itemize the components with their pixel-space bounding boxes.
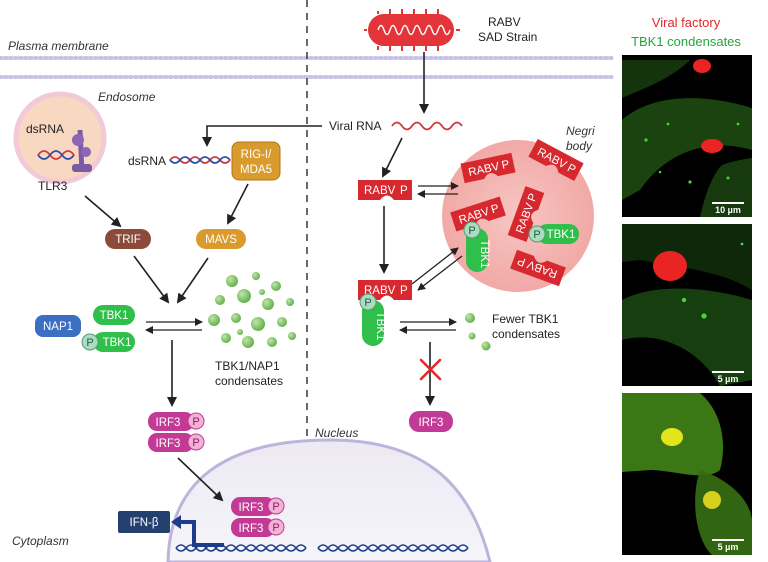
rabv-p-label-rabv: RABV (364, 185, 396, 197)
fewer-condensates (465, 313, 491, 351)
negri-label: Negri (566, 124, 595, 138)
rigi-to-mavs-arrow (227, 183, 249, 225)
scale-bar-1: 10 µm (715, 205, 741, 215)
phospho-tbk1-label: TBK1 (103, 337, 132, 349)
svg-text:RABV: RABV (364, 285, 396, 297)
svg-text:P: P (516, 254, 528, 268)
rig-i-label: RIG-I/ (241, 149, 272, 161)
rabv-label: RABV (488, 15, 521, 29)
irf3-pill-right: IRF3 (409, 411, 453, 432)
rabv-p-tbk1-complex: RABV P P TBK1 (358, 280, 412, 346)
micrograph-panel-2: 5 µm (622, 224, 752, 386)
viral-rna-to-dsrna-arrow (202, 125, 322, 147)
phospho-tbk1-pill: P TBK1 (81, 332, 135, 352)
complex-negri-equilibrium (411, 247, 463, 291)
ifn-beta-label: IFN-β (130, 517, 159, 529)
complex-tbk1-label: TBK1 (374, 312, 386, 341)
transcription-arrow (178, 520, 224, 547)
plasma-membrane-label: Plasma membrane (8, 39, 109, 53)
negri-tbk1-label-v: TBK1 (478, 240, 490, 269)
rabv-p-label-p: P (400, 185, 408, 197)
plasma-membrane (0, 56, 614, 79)
svg-text:P: P (86, 337, 93, 349)
body-label: body (566, 139, 593, 153)
svg-text:P: P (272, 522, 279, 534)
endosome-label: Endosome (98, 90, 156, 104)
tbk1-nap1-condensates (208, 272, 296, 348)
irf3-nuc-label-2: IRF3 (239, 523, 264, 535)
legend-viral-factory: Viral factory (652, 15, 721, 30)
svg-text:P: P (400, 285, 408, 297)
condensates-label-2: condensates (215, 374, 283, 388)
nap1-label: NAP1 (43, 321, 73, 333)
svg-text:P: P (192, 416, 199, 428)
svg-text:P: P (490, 202, 501, 216)
negri-rabv-p-4: RABV P (507, 186, 545, 242)
mavs-pill: MAVS (196, 229, 246, 249)
rig-i-mda5-box: RIG-I/ MDA5 (231, 141, 281, 181)
svg-text:P: P (272, 501, 279, 513)
micrograph-panel-1: 10 µm (622, 55, 752, 217)
irf3-dimer-nucleus: P IRF3 P IRF3 (231, 497, 285, 537)
scale-bar-2: 5 µm (718, 374, 739, 384)
micrograph-panel-3: 5 µm (622, 393, 752, 555)
svg-text:P: P (364, 297, 371, 309)
tbk1-label: TBK1 (100, 310, 129, 322)
svg-text:P: P (468, 225, 475, 237)
dna-helix-left (175, 544, 307, 552)
dsrna-label: dsRNA (128, 154, 166, 168)
rabv-p-negri-equilibrium (417, 182, 459, 198)
rabv-virion-icon (364, 9, 460, 51)
irf3-label-1: IRF3 (156, 417, 181, 429)
tlr3-receptor-icon (72, 129, 92, 173)
svg-text:P: P (526, 192, 540, 204)
negri-tbk1-vertical: P TBK1 (463, 221, 490, 272)
svg-text:P: P (192, 437, 199, 449)
irf3-right-label: IRF3 (419, 417, 444, 429)
endosome-dsrna-icon (37, 150, 75, 160)
tlr3-label: TLR3 (38, 179, 68, 193)
mavs-label: MAVS (205, 234, 237, 246)
trif-label: TRIF (115, 234, 141, 246)
endosome-dsrna-label: dsRNA (26, 122, 64, 136)
inhibition-x-icon (419, 358, 442, 381)
ifn-beta-box: IFN-β (118, 511, 170, 533)
fewer-condensate-equilibrium (399, 318, 457, 334)
viral-rna-label: Viral RNA (329, 119, 381, 133)
irf3-label-2: IRF3 (156, 438, 181, 450)
irf3-to-nucleus-arrow (177, 457, 224, 502)
cytoplasm-label: Cytoplasm (12, 534, 69, 548)
nucleus-label: Nucleus (315, 426, 358, 440)
trif-pill: TRIF (105, 229, 151, 249)
negri-tbk1-label-h: TBK1 (547, 229, 576, 241)
condensates-label-1: TBK1/NAP1 (215, 359, 280, 373)
dsrna-helix-icon (169, 156, 231, 164)
viral-rna-strand-icon (391, 121, 463, 131)
tbk1-pill: TBK1 (93, 305, 135, 325)
viral-rna-to-rabv-p-arrow (382, 137, 403, 178)
fewer-condensates-label-1: Fewer TBK1 (492, 312, 559, 326)
nap1-pill: NAP1 (35, 315, 81, 337)
legend-tbk1-condensates: TBK1 condensates (631, 34, 741, 49)
mda5-label: MDA5 (240, 164, 272, 176)
scale-bar-3: 5 µm (718, 542, 739, 552)
svg-text:P: P (533, 229, 540, 241)
rabv-p-protein: RABV P (358, 180, 412, 200)
negri-rabv-p-5: RABV P (510, 249, 566, 287)
dna-helix-right (317, 544, 469, 552)
mavs-to-tbk1-arrow (176, 257, 209, 304)
svg-text:P: P (501, 159, 511, 172)
negri-tbk1-horizontal: P TBK1 (528, 224, 579, 244)
trif-to-tbk1-arrow (133, 255, 170, 304)
irf3-dimer-cytoplasm: P IRF3 P IRF3 (148, 412, 205, 452)
fewer-condensates-label-2: condensates (492, 327, 560, 341)
sad-strain-label: SAD Strain (478, 30, 537, 44)
tlr3-to-trif-arrow (84, 195, 122, 228)
irf3-nuc-label-1: IRF3 (239, 502, 264, 514)
tbk1-condensate-equilibrium (145, 318, 203, 334)
